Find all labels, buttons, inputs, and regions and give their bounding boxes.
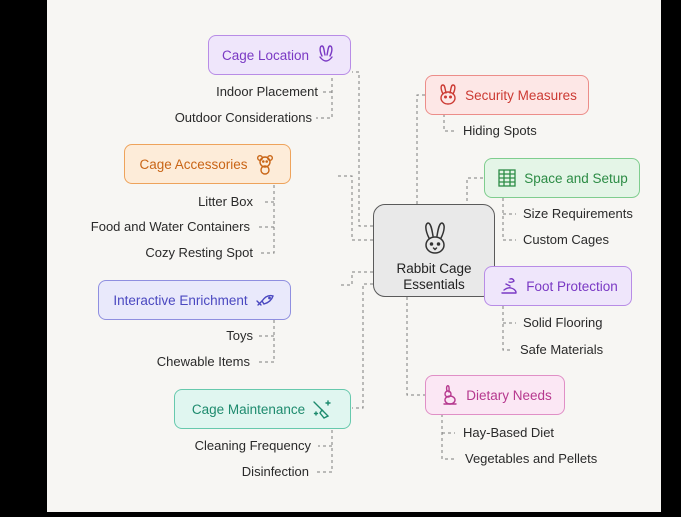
building-icon xyxy=(496,167,518,189)
security-measures-label: Security Measures xyxy=(465,87,577,103)
leaf-solid-flooring: Solid Flooring xyxy=(523,315,603,330)
connector-lines xyxy=(258,71,516,473)
security-measures-node[interactable]: Security Measures xyxy=(425,75,589,115)
dietary-needs-label: Dietary Needs xyxy=(466,387,552,403)
space-and-setup-label: Space and Setup xyxy=(524,170,628,186)
interactive-enrichment-node[interactable]: Interactive Enrichment xyxy=(98,280,291,320)
toy-fish-icon xyxy=(254,289,276,311)
mind-map-canvas: Rabbit Cage Essentials Cage Location Cag… xyxy=(47,0,661,512)
leaf-disinfection: Disinfection xyxy=(241,464,309,479)
leaf-indoor-placement: Indoor Placement xyxy=(216,84,318,99)
foot-icon xyxy=(498,275,520,297)
teddy-bear-icon xyxy=(254,153,276,175)
rabbit-face-icon xyxy=(437,84,459,106)
foot-protection-node[interactable]: Foot Protection xyxy=(484,266,632,306)
sparkle-broom-icon xyxy=(311,398,333,420)
leaf-size-requirements: Size Requirements xyxy=(523,206,633,221)
leaf-toys: Toys xyxy=(226,328,253,343)
leaf-cleaning-frequency: Cleaning Frequency xyxy=(194,438,311,453)
sitting-rabbit-icon xyxy=(438,384,460,406)
central-topic-title: Rabbit Cage Essentials xyxy=(396,261,472,292)
rabbit-icon xyxy=(420,222,450,256)
cage-location-node[interactable]: Cage Location xyxy=(208,35,351,75)
space-and-setup-node[interactable]: Space and Setup xyxy=(484,158,640,198)
leaf-vegetables-pellets: Vegetables and Pellets xyxy=(465,451,598,466)
bunny-ears-icon xyxy=(315,44,337,66)
central-topic: Rabbit Cage Essentials xyxy=(373,204,495,297)
cage-accessories-label: Cage Accessories xyxy=(139,156,248,172)
leaf-hay-based-diet: Hay-Based Diet xyxy=(463,425,555,440)
leaf-chewable-items: Chewable Items xyxy=(156,354,250,369)
cage-location-label: Cage Location xyxy=(221,47,310,63)
leaf-food-water-containers: Food and Water Containers xyxy=(90,219,250,234)
interactive-enrichment-label: Interactive Enrichment xyxy=(113,292,248,308)
foot-protection-label: Foot Protection xyxy=(526,278,618,294)
leaf-outdoor-considerations: Outdoor Considerations xyxy=(174,110,312,125)
leaf-custom-cages: Custom Cages xyxy=(523,232,609,247)
leaf-hiding-spots: Hiding Spots xyxy=(463,123,537,138)
cage-maintenance-node[interactable]: Cage Maintenance xyxy=(174,389,351,429)
dietary-needs-node[interactable]: Dietary Needs xyxy=(425,375,565,415)
leaf-safe-materials: Safe Materials xyxy=(520,342,604,357)
cage-maintenance-label: Cage Maintenance xyxy=(191,401,306,417)
cage-accessories-node[interactable]: Cage Accessories xyxy=(124,144,291,184)
leaf-cozy-resting-spot: Cozy Resting Spot xyxy=(145,245,253,260)
leaf-litter-box: Litter Box xyxy=(198,194,253,209)
